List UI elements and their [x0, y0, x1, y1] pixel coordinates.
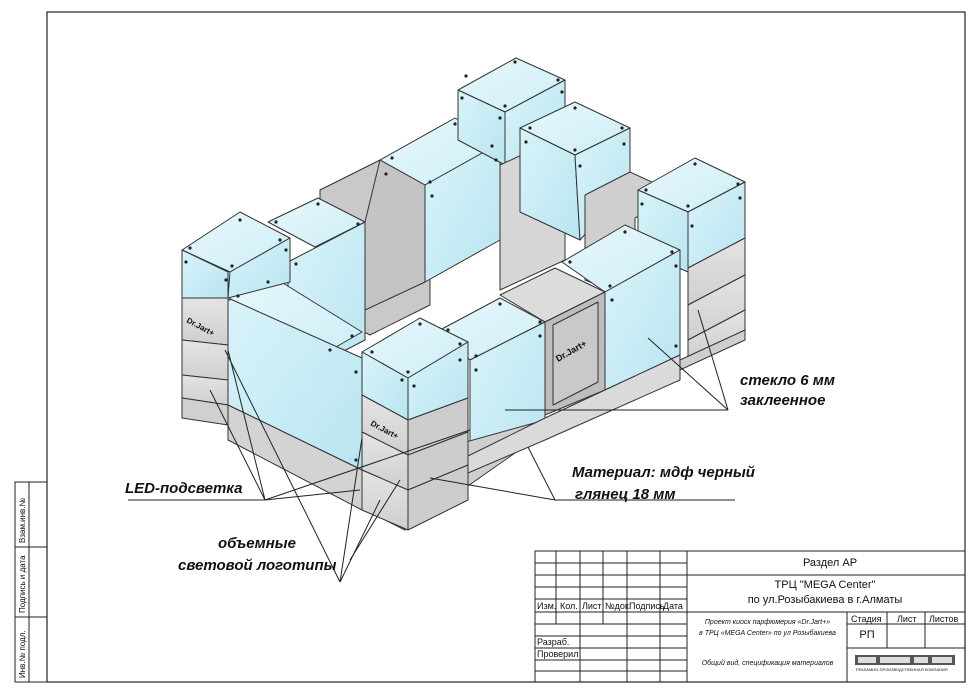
logos-annotation-line2: световой логотипы — [178, 557, 337, 574]
tb-object-line1: ТРЦ "MEGA Center" — [774, 579, 876, 591]
stamp-inv-orig: Инв.№ подл. — [18, 630, 27, 678]
tb-sheet-desc: Общий вид, спецификация материалов — [701, 660, 834, 667]
tb-sheets-header: Листов — [929, 614, 959, 624]
tb-stage-value: РП — [859, 629, 875, 641]
side-stamp — [14, 481, 48, 683]
logos-annotation-line1: объемные — [218, 535, 296, 552]
tb-project-line2: в ТРЦ «MEGA Center» по ул Розыбакиева — [699, 630, 836, 637]
stamp-sign-date: Подпись и дата — [18, 555, 27, 613]
tb-col-list: Лист — [582, 601, 602, 611]
left-cube-right — [227, 237, 291, 299]
tb-stage-header: Стадия — [851, 614, 882, 624]
sheet-frame — [46, 11, 966, 683]
left-cube-drawer-2 — [181, 339, 229, 381]
material-annotation-line1: Материал: мдф черный — [572, 464, 755, 481]
material-annotation-line2: глянец 18 мм — [575, 486, 676, 503]
tb-section: Раздел АР — [802, 557, 858, 569]
glass-annotation-line2: заклеенное — [740, 392, 826, 409]
front-cube-drawer-3-side — [407, 464, 469, 531]
leader-lines — [128, 309, 735, 583]
kiosk-model — [181, 57, 746, 531]
left-base-front — [227, 404, 363, 511]
tb-project-line1: Проект киоск парфюмерия «Dr.Jart+» — [704, 619, 831, 626]
company-logo — [855, 655, 955, 665]
tb-col-date: Дата — [663, 601, 683, 611]
tb-company-caption: РЕКЛАМНО-ПРОИЗВОДСТВЕННАЯ КОМПАНИЯ — [856, 667, 948, 672]
tb-col-sign: Подпись — [629, 601, 665, 611]
tb-col-izm: Изм. — [537, 601, 557, 611]
gray-panel-back-center — [364, 159, 426, 311]
gray-box-inset — [552, 301, 599, 406]
tb-sheet-header: Лист — [897, 614, 917, 624]
screw-dots — [184, 60, 742, 462]
glass-annotation-line1: стекло 6 мм — [740, 372, 835, 389]
tb-developed: Разраб. — [537, 637, 570, 647]
tb-col-kol: Кол. — [560, 601, 578, 611]
tb-col-doc: №док. — [605, 601, 632, 611]
title-block — [534, 550, 966, 683]
tb-object-line2: по ул.Розыбакиева в г.Алматы — [747, 594, 903, 606]
led-annotation: LED-подсветка — [125, 480, 243, 497]
stamp-vzam: Взам.инв.№ — [18, 497, 27, 543]
tb-checked: Проверил — [537, 649, 579, 659]
